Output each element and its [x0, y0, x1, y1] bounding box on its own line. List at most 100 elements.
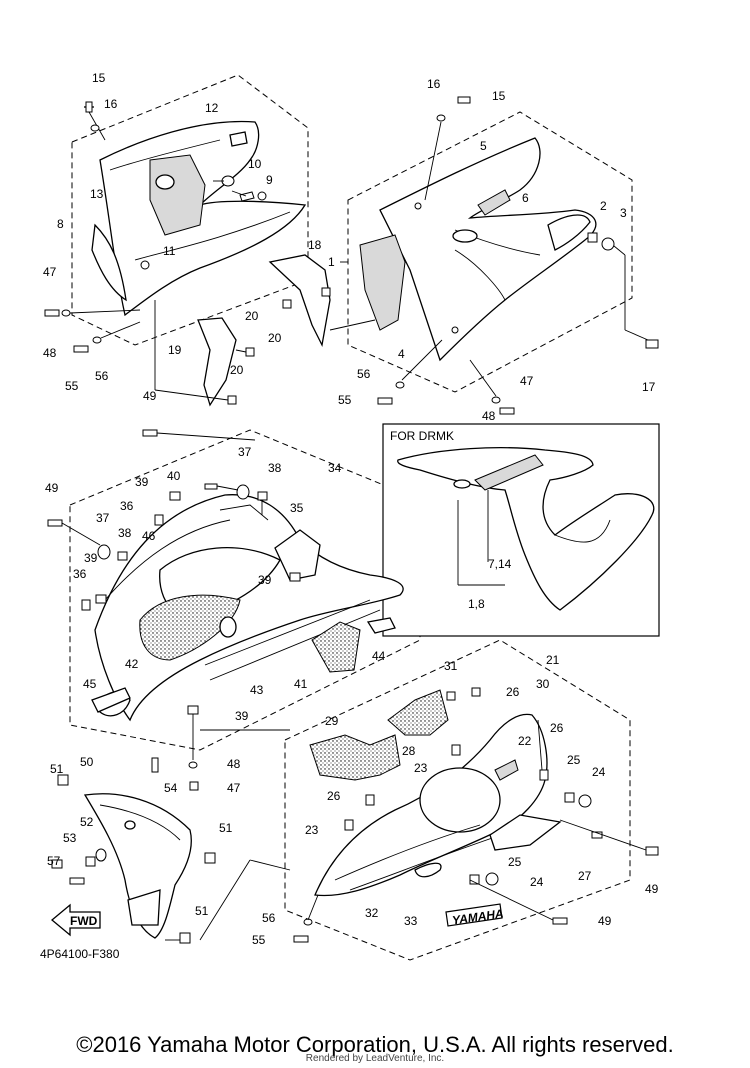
callout-12: 12 [205, 101, 219, 115]
callout-56: 56 [262, 911, 276, 925]
panel-44 [366, 617, 396, 634]
side-cowling-right [359, 137, 597, 362]
callout-18: 18 [308, 238, 322, 252]
callout-39: 39 [258, 573, 272, 587]
drmk-cowling [397, 447, 655, 611]
inner-cowling-middle [94, 494, 404, 722]
callout-48: 48 [482, 409, 496, 423]
callout-44: 44 [372, 649, 386, 663]
callout-20: 20 [245, 309, 259, 323]
callout-45: 45 [83, 677, 97, 691]
bracket-19 [197, 317, 237, 407]
callout-31: 31 [444, 659, 458, 673]
callout-5: 5 [480, 139, 487, 153]
callout-23: 23 [305, 823, 319, 837]
inner-panel-left [91, 120, 307, 317]
callout-51: 51 [195, 904, 209, 918]
callout-33: 33 [404, 914, 418, 928]
bracket-18 [268, 254, 331, 348]
callout-37: 37 [238, 445, 252, 459]
callout-46: 46 [142, 529, 156, 543]
callout-49: 49 [645, 882, 659, 896]
callout-47: 47 [43, 265, 57, 279]
callout-35: 35 [290, 501, 304, 515]
callout-22: 22 [518, 734, 532, 748]
callout-39: 39 [235, 709, 249, 723]
callout-56: 56 [95, 369, 109, 383]
callout-55: 55 [338, 393, 352, 407]
callout-13: 13 [90, 187, 104, 201]
callout-55: 55 [252, 933, 266, 947]
callout-50: 50 [80, 755, 94, 769]
callout-10: 10 [248, 157, 262, 171]
callout-20: 20 [230, 363, 244, 377]
callout-41: 41 [294, 677, 308, 691]
callout-49: 49 [598, 914, 612, 928]
callout-3: 3 [620, 206, 627, 220]
callout-49: 49 [143, 389, 157, 403]
callout-57: 57 [47, 854, 61, 868]
bracket-45 [91, 687, 131, 713]
callout-40: 40 [167, 469, 181, 483]
callout-28: 28 [402, 744, 416, 758]
callout-6: 6 [522, 191, 529, 205]
callout-25: 25 [508, 855, 522, 869]
callout-20: 20 [268, 331, 282, 345]
callout-54: 54 [164, 781, 178, 795]
bracket-50 [83, 793, 192, 939]
callout-38: 38 [268, 461, 282, 475]
callout-36: 36 [73, 567, 87, 581]
yamaha-decal [445, 903, 503, 927]
callout-42: 42 [125, 657, 139, 671]
callout-39: 39 [84, 551, 98, 565]
callout-16: 16 [104, 97, 118, 111]
lower-cowling [314, 713, 562, 897]
callout-37: 37 [96, 511, 110, 525]
callout-38: 38 [118, 526, 132, 540]
callout-23: 23 [414, 761, 428, 775]
group-outline-right-upper [347, 111, 633, 393]
callout-4: 4 [398, 347, 405, 361]
callout-11: 11 [163, 244, 176, 258]
callout-55: 55 [65, 379, 79, 393]
panel-28 [387, 689, 449, 736]
callout-39: 39 [135, 475, 149, 489]
callout-24: 24 [592, 765, 606, 779]
callout-27: 27 [578, 869, 592, 883]
drawing-code: 4P64100-F380 [40, 947, 120, 961]
callout-34: 34 [328, 461, 342, 475]
callout-8: 8 [57, 217, 64, 231]
callout-labels: 15 16 12 10 9 13 8 11 47 48 55 56 19 20 … [43, 71, 659, 947]
callout-48: 48 [227, 757, 241, 771]
callout-47: 47 [227, 781, 241, 795]
callout-19: 19 [168, 343, 182, 357]
callout-52: 52 [80, 815, 94, 829]
callout-15: 15 [92, 71, 106, 85]
callout-43: 43 [250, 683, 264, 697]
callout-25: 25 [567, 753, 581, 767]
callout-2: 2 [600, 199, 607, 213]
renderer-credit: Rendered by LeadVenture, Inc. [305, 1053, 445, 1064]
callout-1-8: 1,8 [468, 597, 485, 611]
callout-36: 36 [120, 499, 134, 513]
callout-53: 53 [63, 831, 77, 845]
group-outline-middle [69, 429, 421, 751]
callout-51: 51 [219, 821, 233, 835]
fwd-arrow-icon [50, 903, 101, 937]
callout-48: 48 [43, 346, 57, 360]
callout-21: 21 [546, 653, 560, 667]
callout-15: 15 [492, 89, 506, 103]
callout-7-14: 7,14 [488, 557, 512, 571]
callout-29: 29 [325, 714, 339, 728]
callout-1: 1 [328, 255, 335, 269]
callout-56: 56 [357, 367, 371, 381]
callout-26: 26 [550, 721, 564, 735]
callout-49: 49 [45, 481, 59, 495]
callout-16: 16 [427, 77, 441, 91]
copyright-footer: ©2016 Yamaha Motor Corporation, U.S.A. A… [76, 1032, 674, 1057]
callout-51: 51 [50, 762, 64, 776]
fwd-label: FWD [70, 914, 98, 928]
callout-30: 30 [536, 677, 550, 691]
inset-title: FOR DRMK [390, 429, 454, 443]
